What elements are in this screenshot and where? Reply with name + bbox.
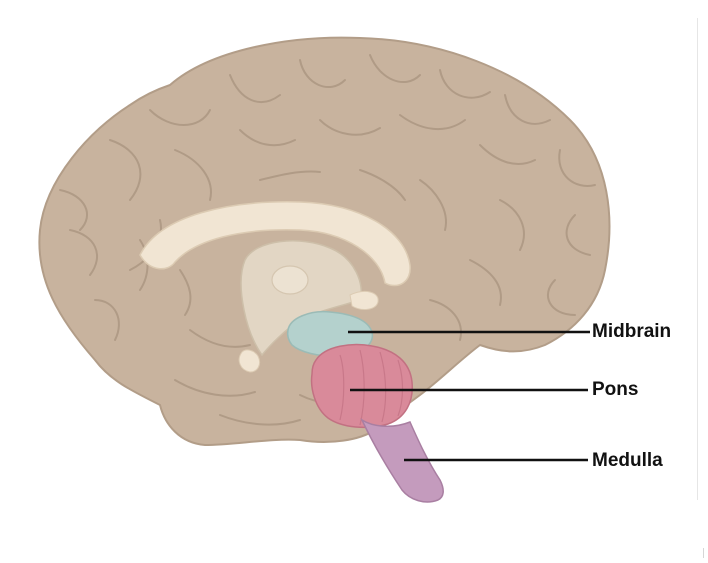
pons-label: Pons <box>592 379 639 400</box>
corpus-callosum <box>139 201 411 287</box>
pituitary <box>238 349 261 373</box>
midbrain-label: Midbrain <box>592 321 672 342</box>
cortex-sulci <box>59 54 596 426</box>
corner-tick <box>703 548 704 558</box>
right-divider <box>697 18 698 500</box>
medulla-shape <box>360 418 444 503</box>
thalamus <box>271 265 309 295</box>
pons-shape <box>310 343 413 429</box>
fornix-fragment <box>349 291 379 310</box>
medulla-label: Medulla <box>592 450 663 471</box>
